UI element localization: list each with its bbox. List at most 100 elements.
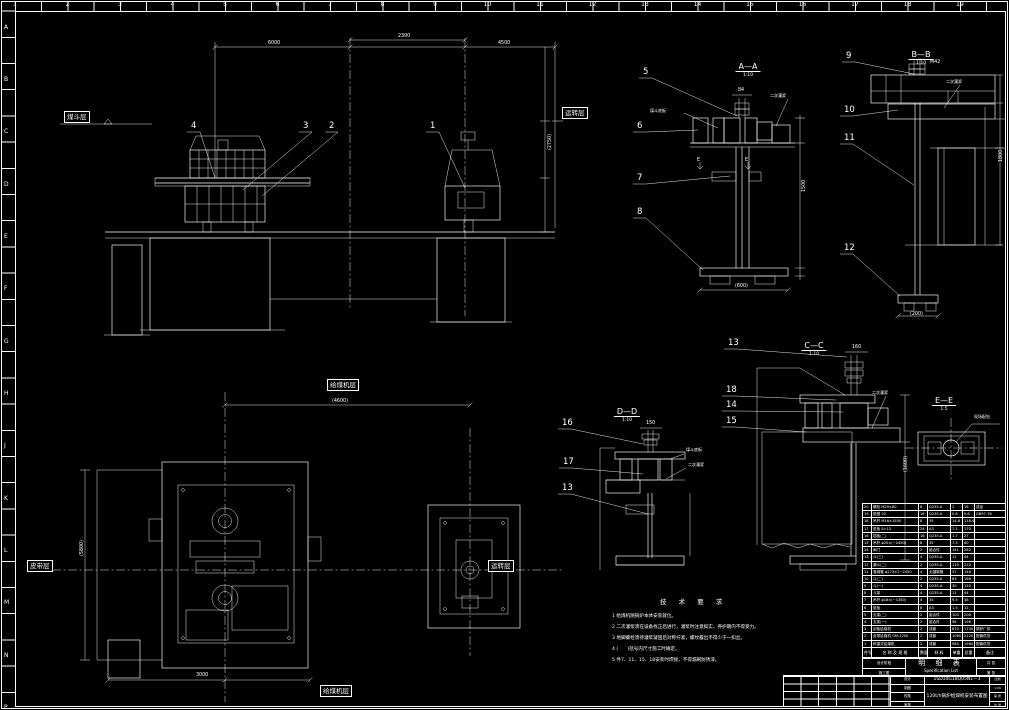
parts-cell: 4 (919, 554, 928, 561)
parts-cell: Q235-A (928, 554, 951, 561)
parts-cell: 6 (863, 604, 872, 611)
parts-cell: 208 (963, 611, 975, 618)
notes-list: 1 给煤机随锅炉本体安装就位。2 二次灌浆须在设备找正后进行，灌浆时注意捣实，养… (612, 611, 847, 666)
floor-level-label: 皮带层 (27, 560, 53, 573)
border-ruler-left (2, 2, 15, 706)
ruler-letter: D (4, 180, 9, 188)
dimension-label: (600) (735, 284, 748, 289)
ruler-letter: L (4, 547, 8, 554)
parts-cell: 0.6 (951, 511, 963, 518)
ruler-letter: G (4, 337, 9, 345)
parts-cell: Q235-A (928, 511, 951, 518)
parts-cell: 24 (919, 525, 928, 532)
parts-cell: 120 (963, 583, 975, 590)
parts-cell: 44 (963, 554, 975, 561)
section-scale: 1:10 (915, 61, 927, 66)
parts-cell (975, 583, 1005, 589)
balloon-number: 8 (637, 207, 643, 217)
parts-cell (975, 540, 1005, 546)
parts-cell: 2 (951, 504, 963, 511)
parts-cell: 垫板 δ=12 (872, 525, 919, 532)
parts-cell: 16 (919, 511, 928, 518)
technical-notes: 技 术 要 求 1 给煤机随锅炉本体安装就位。2 二次灌浆须在设备找正后进行，灌… (612, 596, 847, 666)
parts-cell: 8 (919, 604, 928, 611)
parts-cell: 组合件 (928, 619, 951, 626)
parts-cell: 83 (951, 575, 963, 583)
spec-list-title: 明 细 表 (918, 659, 964, 667)
ruler-letter: P (4, 704, 8, 710)
parts-cell: 104 (951, 611, 963, 618)
parts-cell: 35 (928, 518, 951, 525)
ruler-number: 3 (118, 1, 122, 8)
ruler-letter: M (4, 599, 10, 607)
note-item: 2 二次灌浆须在设备找正后进行，灌浆时注意捣实，养护期内不得受力。 (612, 625, 759, 630)
parts-cell: 118.4 (964, 518, 975, 525)
parts-cell: 吊杆 φ16×(~1350) (872, 597, 919, 604)
ruler-number: 10 (483, 1, 492, 8)
section-label: B—B (908, 50, 934, 60)
parts-cell (975, 612, 1005, 618)
parts-header-row: 件号名 称 及 规 格数量材 料单重总重备注 (863, 647, 1005, 657)
dimension-label: 1500 (802, 179, 807, 192)
parts-cell: 数量 (920, 647, 928, 657)
parts-cell: 170 (963, 525, 975, 532)
parts-cell: 110 (951, 561, 963, 568)
parts-cell: 2 (919, 547, 928, 554)
ruler-letter: F (4, 285, 8, 293)
parts-cell: 12 (863, 561, 872, 568)
parts-cell: GB97-76 (976, 512, 992, 517)
parts-cell: A3 (928, 604, 951, 611)
ruler-letter: H (4, 389, 9, 397)
band-right-cells: 共 张 第 张 (977, 659, 1005, 676)
front-elevation-view (60, 37, 563, 336)
parts-cell: 37 (951, 568, 963, 575)
parts-cell: 16 (963, 504, 975, 511)
parts-cell: 2 (919, 575, 928, 583)
parts-cell: 垫板 (872, 604, 919, 611)
parts-cell (975, 562, 1005, 568)
parts-cell: 1 (863, 640, 872, 647)
dimension-label: 1800 (999, 149, 1004, 162)
ruler-letter: E (4, 232, 8, 240)
parts-cell: 11 (951, 554, 963, 561)
ruler-number: 6 (275, 1, 280, 8)
balloon-number: 6 (637, 121, 643, 131)
parts-cell: 斗(三) (872, 554, 919, 561)
parts-cell: 141 (951, 547, 963, 554)
drawing-number: 1SD10G18Q05N1—3 (925, 676, 989, 685)
signature-label: 审核 (904, 702, 911, 707)
parts-cell: 5 (863, 611, 872, 618)
section-scale: 1:10 (742, 73, 754, 78)
parts-cell: 2 (919, 626, 928, 633)
parts-cell: 支架(二) (872, 611, 919, 618)
parts-cell: 支架(一) (872, 619, 919, 626)
section-label: E—E (931, 396, 957, 406)
section-dd (599, 427, 691, 570)
parts-cell: Q235-A (928, 583, 951, 590)
dimension-label: (5800) (80, 540, 85, 556)
ruler-letter: A (4, 23, 9, 31)
parts-table-band: 设计阶段 施工图 明 细 表 Specification List 共 张 第 … (862, 658, 1006, 677)
ruler-number: 12 (588, 1, 597, 8)
parts-cell: Q235-A (928, 561, 951, 568)
ruler-number: 15 (746, 1, 754, 8)
leader-label: 煤斗底板 (686, 447, 702, 452)
ruler-number: 18 (903, 1, 912, 8)
note-item: 4 ( )括号内尺寸施工时确定。 (612, 647, 680, 652)
balloon-number: 16 (562, 418, 573, 428)
sheet-count-total: 共 张 (977, 659, 1005, 669)
parts-cell: 9 (863, 583, 872, 590)
band-center: 明 细 表 Specification List (906, 659, 977, 676)
parts-cell: 4 (863, 619, 872, 626)
parts-cell: 196 (963, 619, 975, 626)
parts-cell: 35 (928, 539, 951, 547)
leader-label: 二次灌浆 (946, 79, 962, 84)
